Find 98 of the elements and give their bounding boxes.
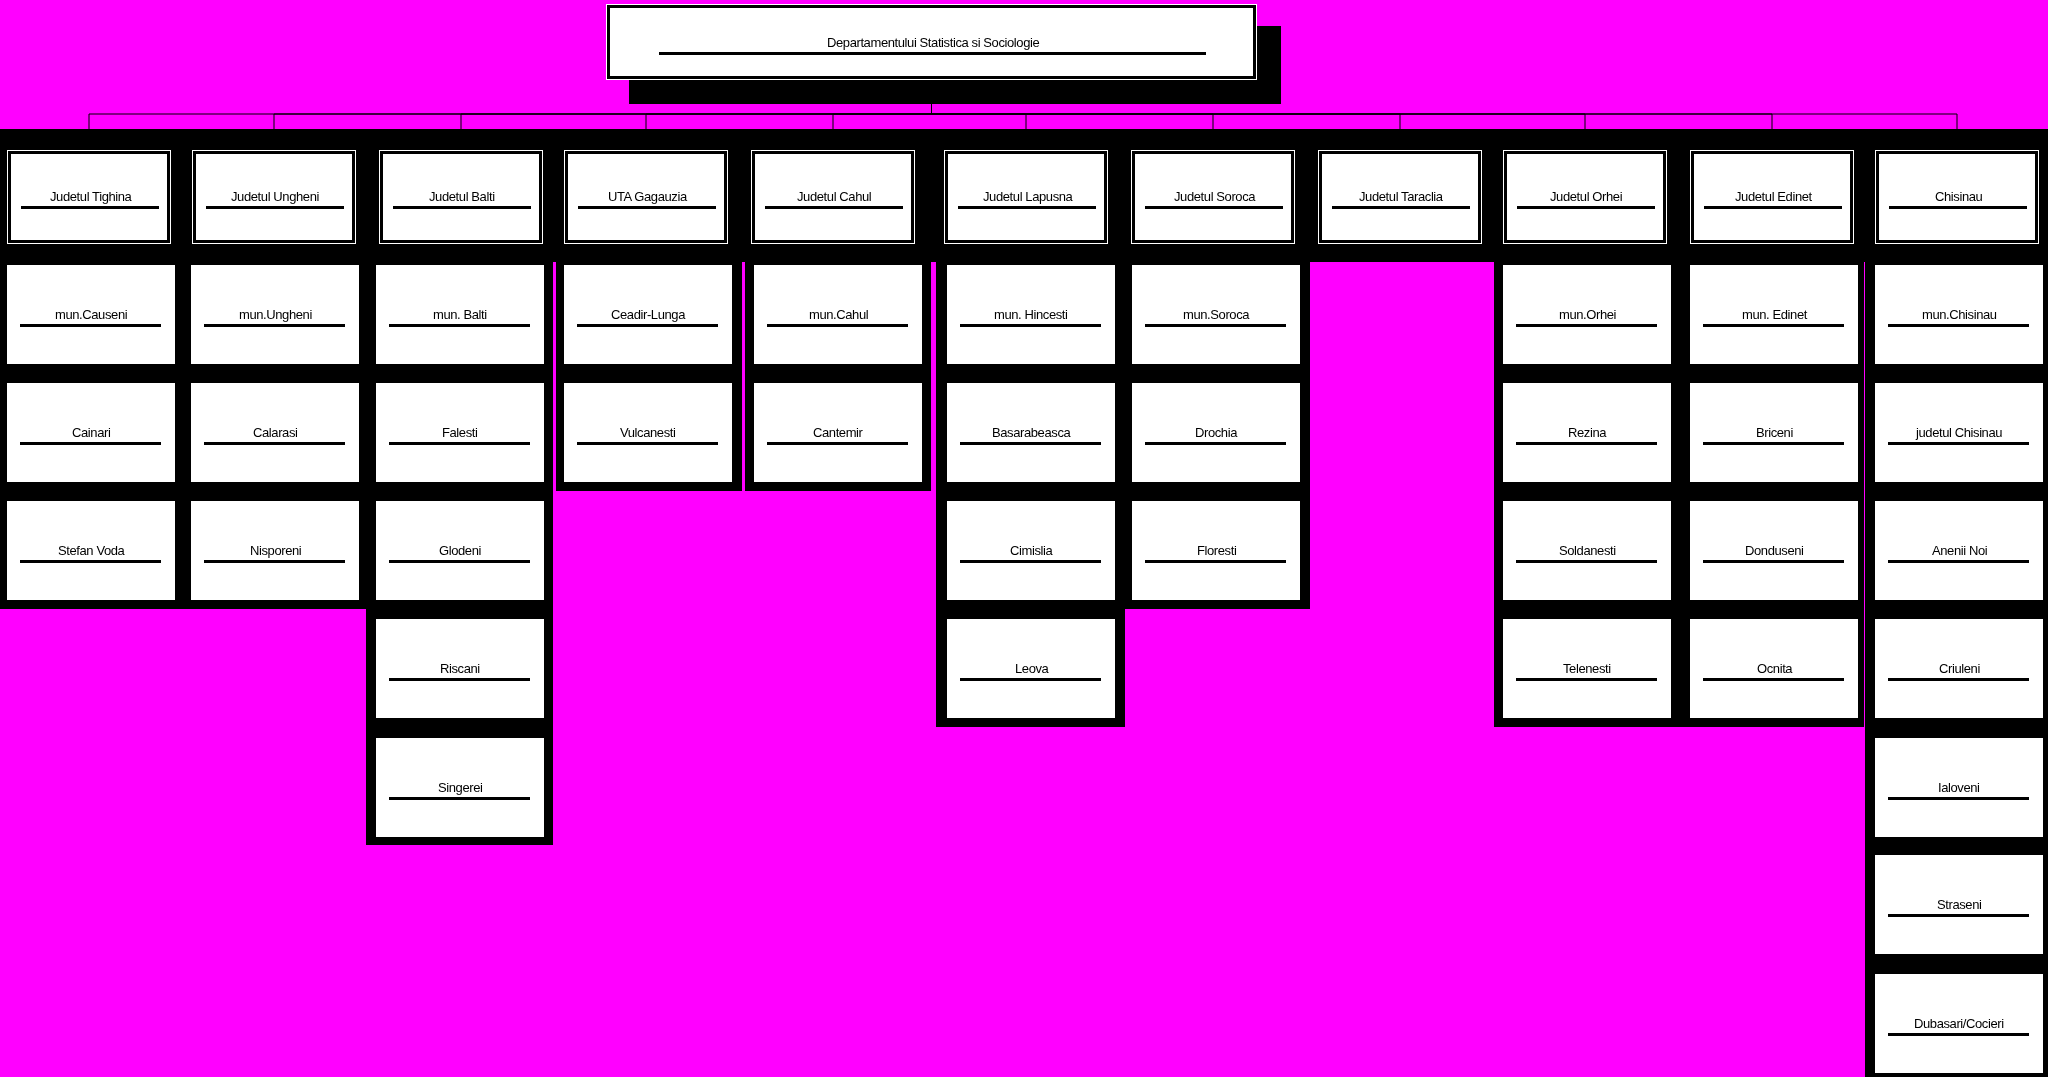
county-box <box>564 150 728 244</box>
box-label: Riscani <box>440 661 480 676</box>
district-box <box>1503 383 1671 482</box>
box-label: mun. Hincesti <box>994 307 1068 322</box>
district-box <box>1503 501 1671 600</box>
county-box <box>1503 150 1667 244</box>
box-label: Stefan Voda <box>58 543 125 558</box>
county-box <box>751 150 915 244</box>
district-box <box>1875 501 2043 600</box>
district-box <box>1875 974 2043 1073</box>
district-box <box>1875 383 2043 482</box>
district-box <box>1132 265 1300 364</box>
box-label: Donduseni <box>1745 543 1804 558</box>
district-box <box>7 265 175 364</box>
district-box <box>564 383 732 482</box>
box-label: mun.Chisinau <box>1922 307 1997 322</box>
box-label: mun.Cahul <box>809 307 869 322</box>
box-label: Judetul Cahul <box>797 189 872 204</box>
county-box <box>7 150 171 244</box>
district-box <box>376 738 544 837</box>
box-label: Chisinau <box>1935 189 1983 204</box>
district-box <box>1875 738 2043 837</box>
county-box <box>379 150 543 244</box>
district-box <box>1503 265 1671 364</box>
district-box <box>754 265 922 364</box>
box-label: Leova <box>1015 661 1049 676</box>
box-label: Cainari <box>72 425 111 440</box>
district-box <box>376 501 544 600</box>
box-label: Ocnita <box>1757 661 1793 676</box>
box-label: Criuleni <box>1939 661 1980 676</box>
box-label: Calarasi <box>253 425 298 440</box>
box-label: judetul Chisinau <box>1916 425 2003 440</box>
district-box <box>1875 619 2043 718</box>
box-label: Basarabeasca <box>992 425 1071 440</box>
box-label: Judetul Lapusna <box>983 189 1073 204</box>
box-label: Anenii Noi <box>1932 543 1988 558</box>
district-box <box>376 619 544 718</box>
box-label: Judetul Soroca <box>1174 189 1256 204</box>
district-box <box>376 265 544 364</box>
box-label: Floresti <box>1197 543 1237 558</box>
district-box <box>1690 619 1858 718</box>
county-box <box>1875 150 2039 244</box>
box-label: Glodeni <box>439 543 481 558</box>
box-label: Cantemir <box>813 425 863 440</box>
box-label: Judetul Tighina <box>50 189 132 204</box>
district-box <box>1690 265 1858 364</box>
box-label: Nisporeni <box>250 543 302 558</box>
box-label: Departamentului Statistica si Sociologie <box>827 35 1040 50</box>
box-label: Judetul Ungheni <box>231 189 319 204</box>
district-box <box>1690 383 1858 482</box>
district-box <box>7 383 175 482</box>
box-label: Straseni <box>1937 897 1982 912</box>
district-box <box>376 383 544 482</box>
county-box <box>1690 150 1854 244</box>
header-box <box>606 4 1257 80</box>
box-label: Judetul Taraclia <box>1359 189 1443 204</box>
district-box <box>754 383 922 482</box>
box-label: Judetul Orhei <box>1550 189 1623 204</box>
box-label: mun. Edinet <box>1742 307 1807 322</box>
box-label: mun.Orhei <box>1559 307 1617 322</box>
box-label: Ceadir-Lunga <box>611 307 685 322</box>
district-box <box>191 501 359 600</box>
box-label: Judetul Balti <box>429 189 495 204</box>
district-box <box>947 619 1115 718</box>
box-label: mun.Causeni <box>55 307 128 322</box>
box-label: Falesti <box>442 425 478 440</box>
county-box <box>1318 150 1482 244</box>
county-box <box>192 150 356 244</box>
box-label: Telenesti <box>1563 661 1611 676</box>
district-box <box>1875 265 2043 364</box>
box-label: UTA Gagauzia <box>608 189 687 204</box>
box-label: Cimislia <box>1010 543 1053 558</box>
county-box <box>944 150 1108 244</box>
box-label: Soldanesti <box>1559 543 1616 558</box>
box-label: mun.Ungheni <box>239 307 312 322</box>
box-label: Dubasari/Cocieri <box>1914 1016 2004 1031</box>
district-box <box>191 383 359 482</box>
box-label: Rezina <box>1568 425 1607 440</box>
district-box <box>1875 855 2043 954</box>
county-box <box>1131 150 1295 244</box>
box-label: Briceni <box>1756 425 1793 440</box>
district-box <box>947 265 1115 364</box>
district-box <box>947 501 1115 600</box>
box-label: Drochia <box>1195 425 1237 440</box>
district-box <box>1132 501 1300 600</box>
district-box <box>947 383 1115 482</box>
box-label: Ialoveni <box>1938 780 1980 795</box>
district-box <box>1503 619 1671 718</box>
district-box <box>1690 501 1858 600</box>
box-label: mun.Soroca <box>1183 307 1250 322</box>
box-label: mun. Balti <box>433 307 487 322</box>
box-label: Singerei <box>438 780 483 795</box>
district-box <box>1132 383 1300 482</box>
district-box <box>7 501 175 600</box>
box-label: Vulcanesti <box>620 425 676 440</box>
box-label: Judetul Edinet <box>1735 189 1812 204</box>
district-box <box>191 265 359 364</box>
district-box <box>564 265 732 364</box>
